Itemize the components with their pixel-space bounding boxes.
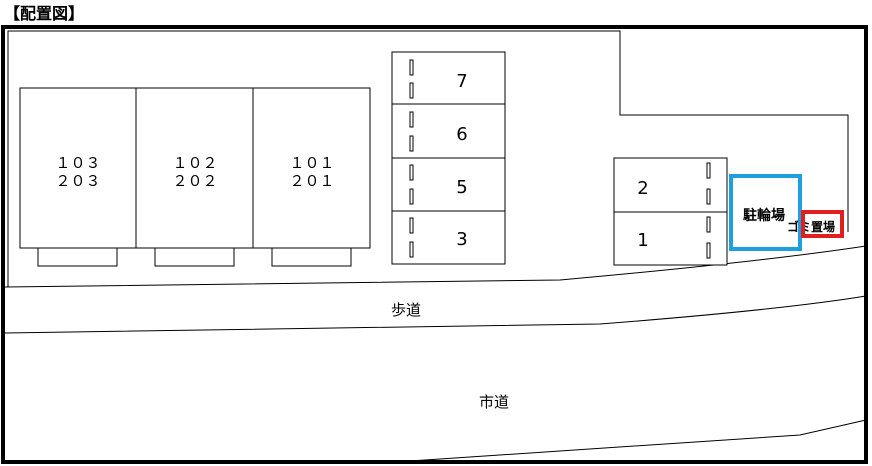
bicycle-parking-box	[729, 174, 802, 251]
sidewalk-top-edge	[4, 245, 867, 288]
parking-space-3: 3	[456, 229, 467, 250]
outer-border	[1, 25, 868, 464]
parking-space-5: 5	[456, 177, 467, 198]
unit-202: ２０２	[172, 172, 217, 190]
page-title: 【配置図】	[4, 4, 85, 23]
unit-203: ２０３	[55, 172, 100, 190]
parking-space-2: 2	[637, 178, 648, 199]
city-road-label: 市道	[479, 393, 509, 411]
unit-102: １０２	[172, 154, 217, 172]
garbage-box	[801, 210, 844, 238]
parking-column	[391, 51, 506, 265]
unit-201: ２０１	[289, 172, 334, 190]
sidewalk-label: 歩道	[391, 301, 421, 319]
parking-space-7: 7	[456, 71, 467, 92]
bicycle-parking-label: 駐輪場	[743, 207, 785, 224]
unit-103: １０３	[55, 154, 100, 172]
building-units	[19, 87, 371, 267]
sidewalk-bottom-edge	[4, 295, 867, 334]
garbage-label: ゴミ置場	[787, 219, 835, 234]
parking-space-6: 6	[456, 124, 467, 145]
road-bottom-edge	[409, 419, 867, 462]
parking-space-1: 1	[637, 230, 648, 251]
parking-right	[613, 157, 728, 266]
unit-101: １０１	[289, 154, 334, 172]
lot-boundary	[7, 30, 849, 287]
